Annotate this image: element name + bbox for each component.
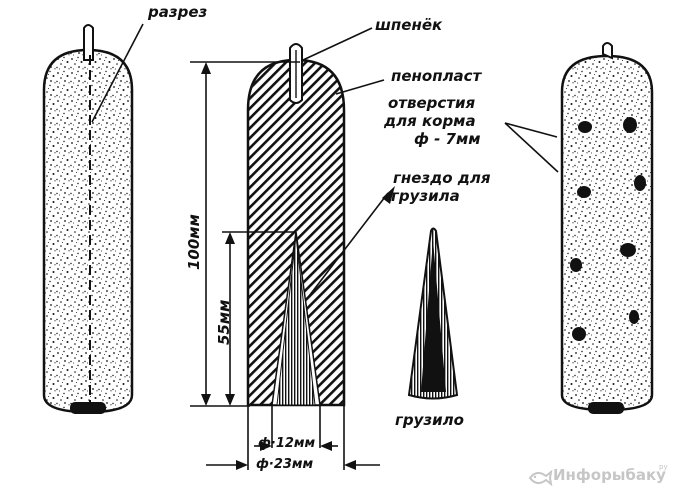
float-left-body [42,48,134,414]
leader-foam [335,79,385,95]
leader-peg [302,27,373,61]
leader-socket-arrow [382,186,395,204]
leader-holes-b [504,122,559,173]
label-holes-1: отверстия [388,94,476,112]
watermark: Инфорыбаку ру [527,463,679,493]
sinker [407,227,459,400]
float-right-body [560,54,654,412]
feed-holes [570,117,646,341]
label-socket-2: грузила [391,187,460,205]
sinker-core [421,240,446,392]
label-height-total: 100мм [185,214,203,270]
watermark-text: Инфорыбаку [553,466,666,484]
label-foam: пенопласт [391,67,482,85]
dimensions [190,61,380,470]
float-right-peg [602,42,613,60]
leader-socket [305,192,389,301]
float-section-sinker [276,235,316,406]
float-right-base [588,402,624,414]
label-diam-body: ф·23мм [256,457,314,472]
watermark-suffix: ру [659,463,668,471]
label-peg: шпенёк [375,16,443,34]
leader-holes-a [504,122,558,138]
label-cut: разрез [148,3,208,21]
fish-icon [528,469,553,487]
float-left-base [70,402,106,414]
label-sinker: грузило [395,411,464,429]
leader-cut [91,23,144,123]
float-left-peg [83,24,94,61]
label-holes-3: ф - 7мм [414,130,481,148]
float-section [246,27,395,407]
float-left [42,23,144,414]
label-height-socket: 55мм [215,299,233,345]
label-socket-1: гнездо для [393,169,491,187]
label-diam-socket: ф·12мм [258,436,316,451]
label-holes-2: для корма [384,112,476,130]
float-right [504,42,654,414]
